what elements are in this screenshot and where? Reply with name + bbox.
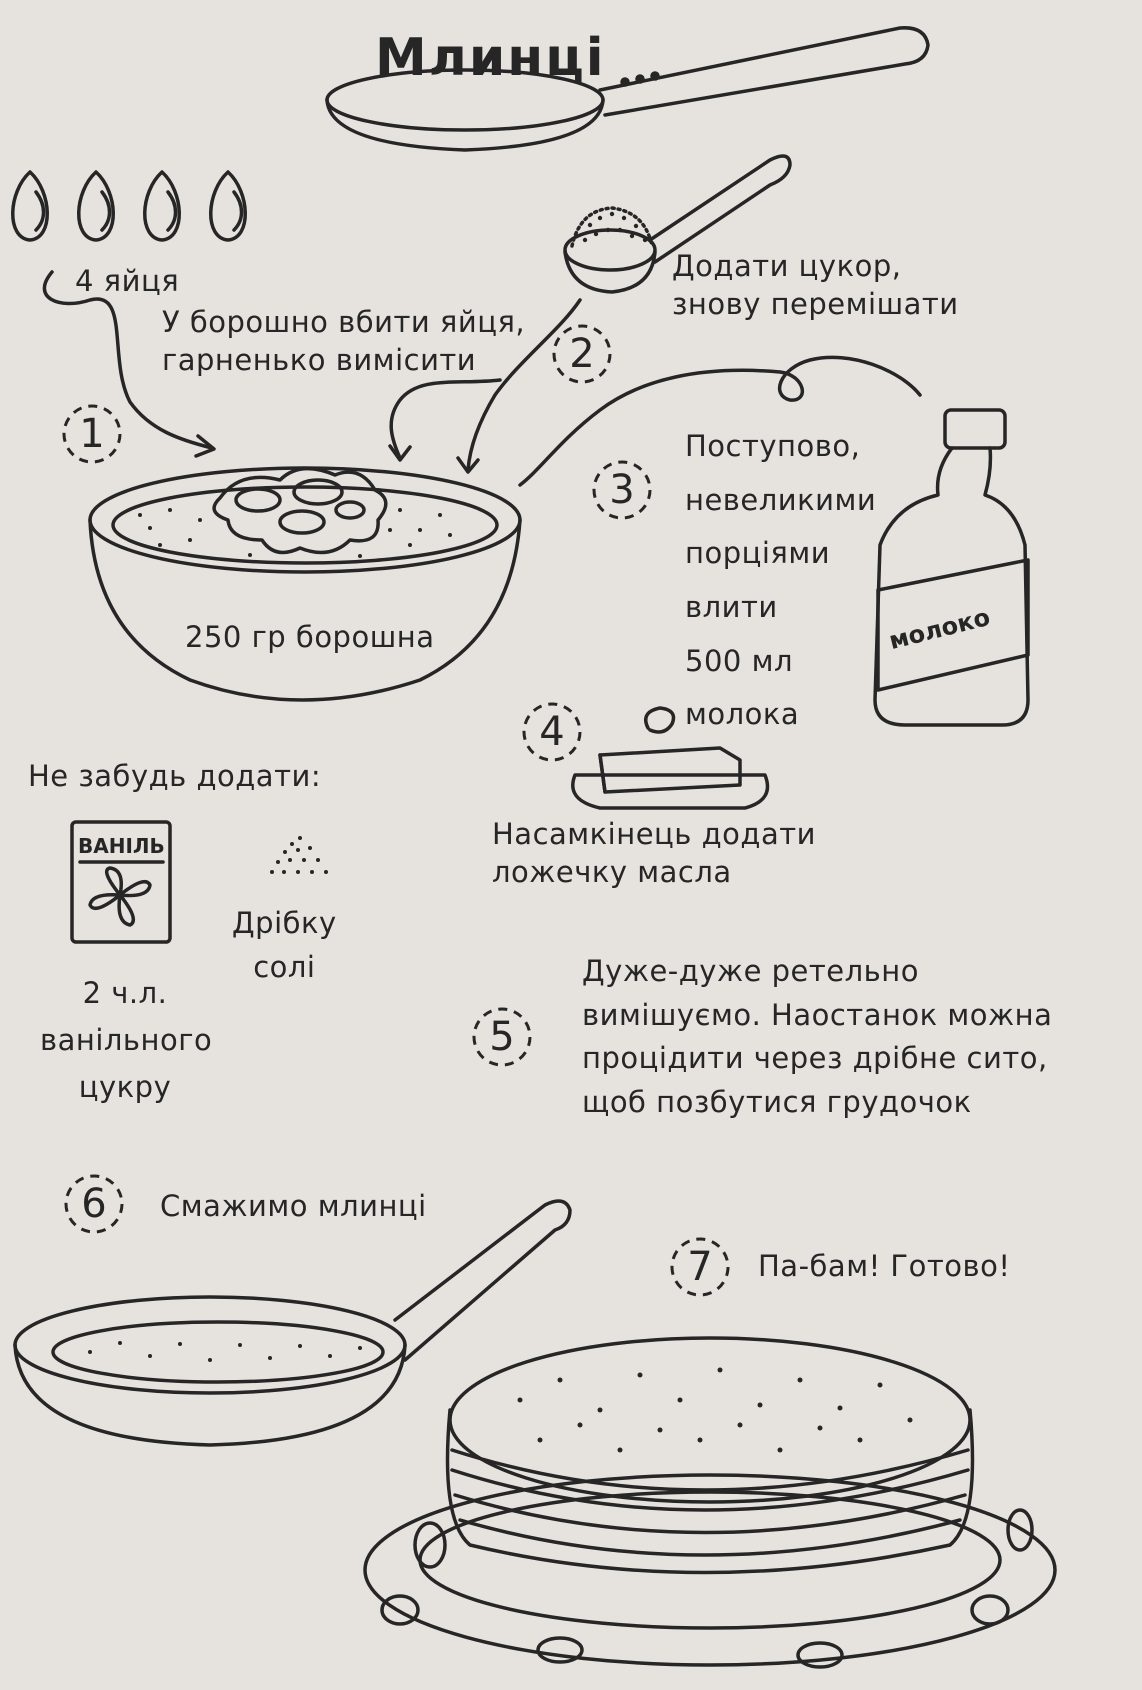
salt-text: Дрібку солі [232, 906, 337, 984]
arrow-milk-to-bowl [518, 355, 922, 487]
butter-icon [571, 706, 770, 810]
vanilla-packet-icon [70, 820, 172, 944]
step-1-number: 1 [60, 402, 124, 466]
page-title: Млинці [375, 28, 606, 88]
sugar-spoon-icon [563, 154, 792, 294]
vanilla-text: 2 ч.л. ванільного цукру [40, 976, 213, 1104]
milk-bottle-icon [873, 408, 1030, 727]
step-3-text: Поступово, невеликими порціями влити 500… [685, 429, 877, 732]
arrow-sugar-to-bowl [466, 298, 582, 472]
step-7-number: 7 [668, 1235, 732, 1299]
step-7-text: Па-бам! Готово! [758, 1249, 1011, 1283]
step-5-text: Дуже-дуже ретельно вимішуємо. Наостанок … [582, 954, 1053, 1119]
arrow-eggs-to-bowl [42, 270, 214, 450]
step-5-number: 5 [470, 1005, 534, 1069]
bowl-icon [88, 466, 522, 702]
flour-label: 250 гр борошна [185, 620, 435, 654]
reminder-heading: Не забудь додати: [28, 759, 322, 793]
step-6-text: Смажимо млинці [160, 1189, 427, 1223]
step-6-number: 6 [62, 1172, 126, 1236]
step-2-text: Додати цукор, знову перемішати [672, 249, 959, 322]
step-1-text: У борошно вбити яйця, гарненько вимісити [162, 305, 526, 378]
salt-pile-icon [270, 836, 328, 874]
cracked-eggs-icon [212, 466, 388, 555]
arrow-step1-to-bowl [389, 378, 502, 460]
frying-pan-icon [13, 1199, 572, 1447]
step-4-number: 4 [520, 700, 584, 764]
eggs-label: 4 яйця [75, 264, 180, 298]
step-4-text: Насамкінець додати ложечку масла [492, 817, 816, 890]
step-2-number: 2 [550, 322, 614, 386]
vanilla-label: ВАНІЛЬ [78, 834, 165, 858]
eggs-icon [11, 170, 247, 242]
step-3-number: 3 [590, 458, 654, 522]
pancake-stack-icon [363, 1336, 1057, 1669]
title-pan-icon [325, 26, 930, 152]
